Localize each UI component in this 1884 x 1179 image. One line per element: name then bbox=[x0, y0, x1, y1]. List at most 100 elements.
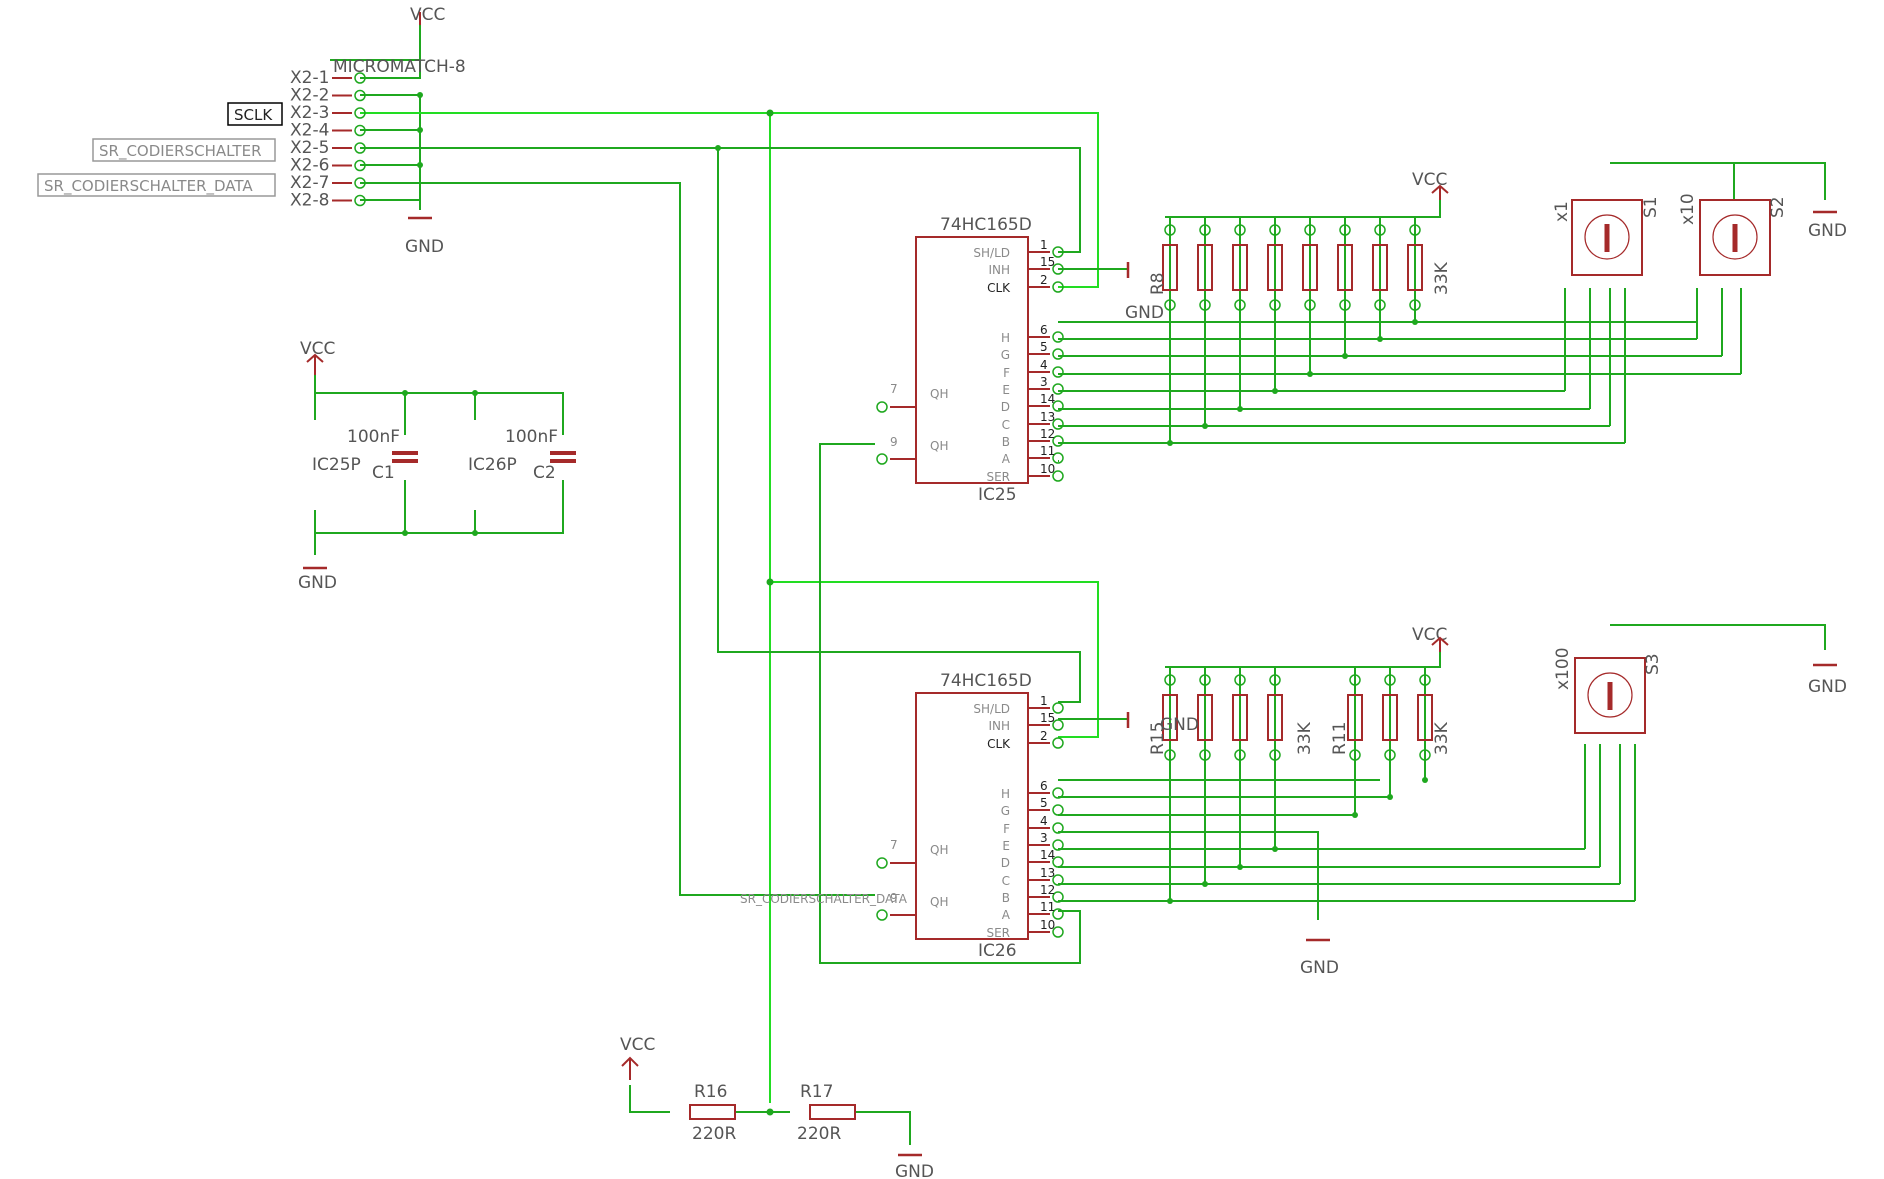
svg-text:S2: S2 bbox=[1768, 196, 1788, 218]
pin-pad bbox=[1269, 674, 1281, 686]
svg-text:GND: GND bbox=[1125, 303, 1164, 323]
svg-text:R17: R17 bbox=[800, 1082, 833, 1102]
pin-pad bbox=[1339, 224, 1351, 236]
svg-text:GND: GND bbox=[298, 573, 337, 593]
wire-res26 bbox=[1169, 667, 1426, 901]
ic-pin-number: 10 bbox=[1040, 918, 1055, 932]
wire-s1-pins bbox=[1564, 288, 1626, 443]
capacitor-c1: 100nF C1 bbox=[347, 427, 418, 483]
gnd-symbol-s1s2: GND bbox=[1808, 210, 1847, 241]
connector-pin-label: X2-5 bbox=[290, 138, 329, 158]
wire-sclk bbox=[360, 112, 1099, 288]
wire-dec-bot bbox=[315, 480, 564, 534]
vcc-symbol-res25: VCC bbox=[1412, 170, 1449, 200]
ic26: 74HC165D IC26 SH/LD1INH15CLK2H6G5F4E3D14… bbox=[740, 671, 1064, 961]
pin-pad bbox=[1269, 224, 1281, 236]
connector-name: MICROMATCH-8 bbox=[333, 57, 466, 77]
pin-pad bbox=[876, 453, 888, 465]
capacitor-c2: 100nF C2 bbox=[505, 427, 576, 483]
pin-pad bbox=[354, 159, 366, 172]
svg-text:GND: GND bbox=[1808, 677, 1847, 697]
ic-pin-number: 10 bbox=[1040, 462, 1055, 476]
svg-text:100nF: 100nF bbox=[347, 427, 400, 447]
pin-pad bbox=[1164, 674, 1176, 686]
pin-pad bbox=[1052, 383, 1064, 395]
pin-pad bbox=[1052, 822, 1064, 834]
resistor-body bbox=[1267, 244, 1283, 291]
pin-pad bbox=[1349, 749, 1361, 761]
ic-pin-label: H bbox=[1001, 331, 1010, 345]
connector-pin-label: X2-4 bbox=[290, 121, 329, 141]
resistor-body bbox=[1337, 244, 1353, 291]
junctions bbox=[402, 92, 1428, 1116]
connector-pin-label: X2-6 bbox=[290, 156, 329, 176]
connector-x2: MICROMATCH-8 X2-1X2-2X2-3X2-4X2-5X2-6X2-… bbox=[290, 57, 466, 211]
pin-pad bbox=[1234, 674, 1246, 686]
svg-text:QH: QH bbox=[930, 843, 948, 857]
pin-pad bbox=[1304, 224, 1316, 236]
decoupling-ic25p: VCC IC25P GND bbox=[298, 339, 361, 593]
pin-pad bbox=[1199, 299, 1211, 311]
pin-pad bbox=[1052, 331, 1064, 343]
switch-s1: S1 x1 bbox=[1552, 196, 1661, 276]
svg-text:QH: QH bbox=[930, 439, 948, 453]
wire-data bbox=[360, 182, 875, 896]
pin-pad bbox=[1374, 224, 1386, 236]
ic-pin-label: D bbox=[1001, 400, 1010, 414]
switch-s3: S3 x100 bbox=[1553, 647, 1663, 734]
resistor-body bbox=[1372, 244, 1388, 291]
resistor-body bbox=[1347, 694, 1363, 741]
pin-pad bbox=[876, 401, 888, 413]
ic-pin-number: 1 bbox=[1040, 694, 1048, 708]
pin-pad bbox=[1384, 749, 1396, 761]
resistor-body bbox=[1232, 244, 1248, 291]
pin-pad bbox=[1052, 348, 1064, 360]
vcc-symbol-res26: VCC bbox=[1412, 625, 1449, 652]
svg-text:x1: x1 bbox=[1552, 201, 1572, 222]
svg-text:220R: 220R bbox=[692, 1124, 736, 1144]
pin-pad bbox=[1199, 224, 1211, 236]
ic-pin-label: F bbox=[1003, 822, 1010, 836]
ic-pin-label: D bbox=[1001, 856, 1010, 870]
ic-pin-number: 11 bbox=[1040, 444, 1055, 458]
ic-pin-label: INH bbox=[988, 719, 1010, 733]
pin-pad bbox=[354, 194, 366, 207]
resistor-labels: R8 R15 R11 33K 33K 33K bbox=[1148, 261, 1452, 755]
svg-text:SCLK: SCLK bbox=[234, 106, 273, 124]
wire-x2-1 bbox=[360, 60, 421, 79]
connector-pin-label: X2-1 bbox=[290, 68, 329, 88]
ic-pin-label: G bbox=[1001, 348, 1010, 362]
svg-text:74HC165D: 74HC165D bbox=[940, 671, 1032, 691]
ic-pin-label: C bbox=[1002, 418, 1010, 432]
pin-pad bbox=[1052, 891, 1064, 903]
svg-text:R15: R15 bbox=[1148, 722, 1168, 755]
pin-pad bbox=[1052, 470, 1064, 482]
ic-pin-label: F bbox=[1003, 366, 1010, 380]
wire-s1-top bbox=[1610, 162, 1826, 200]
gnd-symbol-r17: GND bbox=[895, 1153, 934, 1179]
ic-pin-number: 12 bbox=[1040, 427, 1055, 441]
pin-pad bbox=[1164, 299, 1176, 311]
svg-text:S1: S1 bbox=[1641, 196, 1661, 218]
pin-pad bbox=[1052, 366, 1064, 378]
ic-pin-number: 15 bbox=[1040, 255, 1055, 269]
ic-pin-label: E bbox=[1002, 383, 1010, 397]
pin-pad bbox=[1419, 674, 1431, 686]
pin-pad bbox=[354, 107, 366, 119]
pin-pad bbox=[1052, 263, 1064, 275]
svg-text:7: 7 bbox=[890, 382, 898, 396]
ic-pin-number: 13 bbox=[1040, 410, 1055, 424]
ic-pin-number: 3 bbox=[1040, 375, 1048, 389]
wire-s3-top bbox=[1610, 624, 1826, 650]
svg-text:220R: 220R bbox=[797, 1124, 841, 1144]
ic-pin-label: E bbox=[1002, 839, 1010, 853]
ic-pin-label: SER bbox=[986, 926, 1010, 940]
pin-pad bbox=[1052, 418, 1064, 430]
ic-pin-number: 3 bbox=[1040, 831, 1048, 845]
pin-pad bbox=[876, 857, 888, 869]
svg-text:C2: C2 bbox=[533, 463, 556, 483]
pin-pad bbox=[1234, 749, 1246, 761]
ic-pin-label: SER bbox=[986, 470, 1010, 484]
resistor-body bbox=[1382, 694, 1398, 741]
ic25: 74HC165D IC25 SH/LD1INH15CLK2H6G5F4E3D14… bbox=[876, 215, 1064, 505]
